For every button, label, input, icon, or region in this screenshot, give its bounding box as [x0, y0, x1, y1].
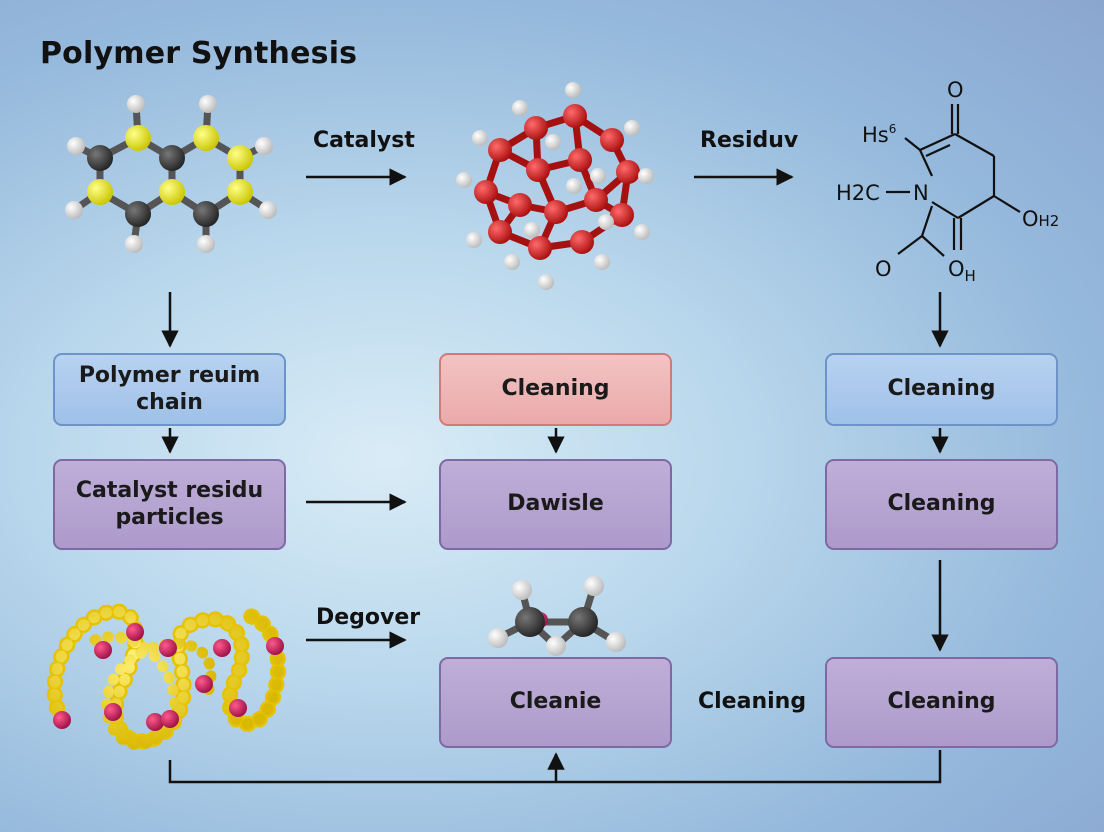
structure-labels: O Hs6 H2C N OH2 O OH — [836, 78, 1059, 285]
oh2-subscript: H2 — [1039, 212, 1060, 230]
catalyst-cluster-model — [456, 82, 654, 290]
label-catalyst: Catalyst — [313, 128, 415, 153]
polymer-chain-model — [46, 603, 287, 750]
oh-subscript: H — [965, 267, 976, 285]
box-dawisle-label: Dawisle — [507, 491, 604, 517]
h2c-label: H2C — [836, 181, 880, 205]
oh-label: O — [948, 257, 965, 281]
box-polymer-chain[interactable]: Polymer reuim chain — [53, 353, 286, 426]
box-catalyst-particles[interactable]: Catalyst residu particles — [53, 459, 286, 550]
box-cleaning-blue[interactable]: Cleaning — [825, 353, 1058, 426]
box-cleaning-right-mid[interactable]: Cleaning — [825, 459, 1058, 550]
oh2-label: O — [1022, 207, 1039, 231]
hs-label: Hs — [862, 123, 889, 147]
bicyclic-molecule-model — [65, 95, 277, 253]
box-cleaning-pink-label: Cleaning — [501, 376, 610, 402]
box-dawisle[interactable]: Dawisle — [439, 459, 672, 550]
nitrogen-label: N — [913, 181, 929, 205]
hs-superscript: 6 — [889, 122, 897, 136]
flow-arrows — [161, 168, 949, 784]
box-cleaning-right-bottom[interactable]: Cleaning — [825, 657, 1058, 748]
diagram-title: Polymer Synthesis — [40, 36, 358, 71]
box-cleaning-right-bottom-label: Cleaning — [887, 689, 996, 715]
oxygen-label-bottom: O — [875, 257, 892, 281]
box-cleanie[interactable]: Cleanie — [439, 657, 672, 748]
svg-text:OH: OH — [948, 257, 976, 285]
label-residuv: Residuv — [700, 128, 799, 153]
box-catalyst-particles-label: Catalyst residu particles — [75, 477, 264, 530]
label-cleaning: Cleaning — [698, 689, 807, 714]
svg-text:OH2: OH2 — [1022, 207, 1059, 231]
box-cleaning-pink[interactable]: Cleaning — [439, 353, 672, 426]
label-degover: Degover — [316, 605, 421, 630]
box-polymer-chain-label: Polymer reuim chain — [78, 362, 261, 415]
box-cleanie-label: Cleanie — [509, 689, 602, 715]
skeletal-structure — [886, 104, 1021, 257]
oxygen-label-top: O — [947, 78, 964, 102]
svg-text:Hs6: Hs6 — [862, 122, 896, 147]
box-cleaning-blue-label: Cleaning — [887, 376, 996, 402]
box-cleaning-right-mid-label: Cleaning — [887, 491, 996, 517]
small-molecule-model — [488, 576, 626, 656]
